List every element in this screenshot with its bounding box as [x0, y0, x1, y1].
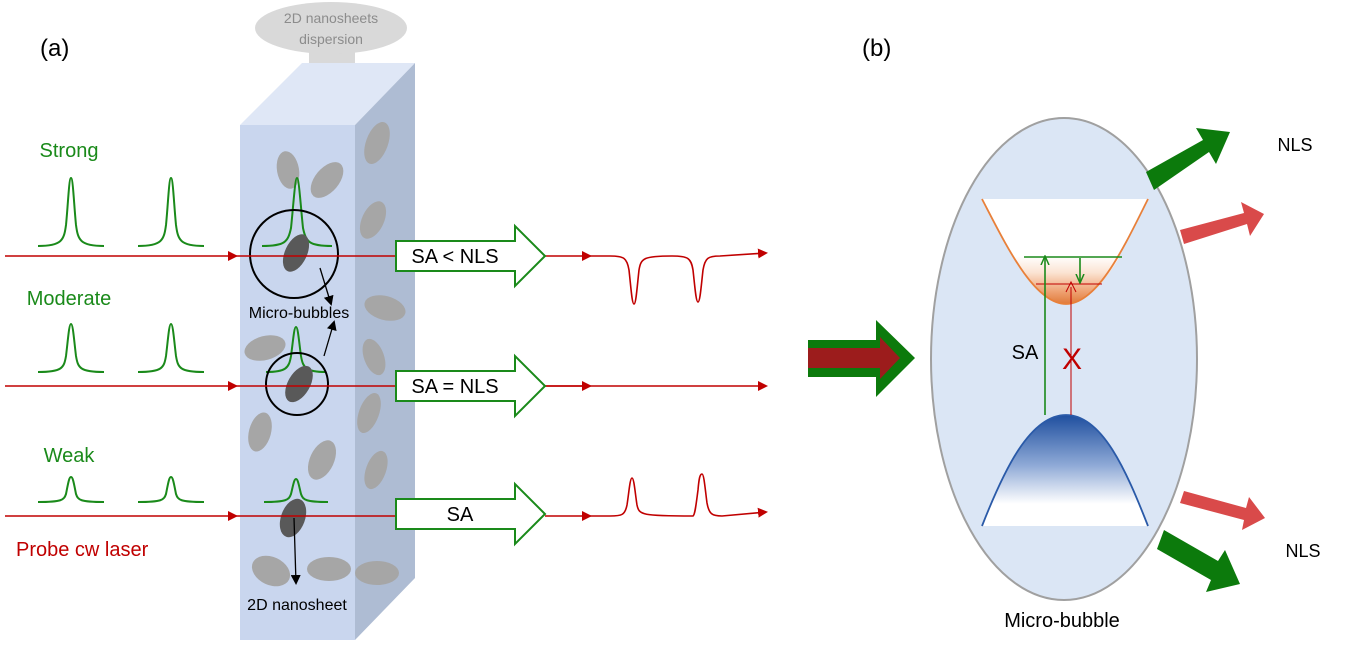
- output-dips: [585, 248, 768, 305]
- strong-pulse-2: [137, 176, 205, 247]
- panel-b-label: (b): [862, 35, 891, 62]
- sa-label: SA: [1012, 342, 1039, 364]
- scatter-arrow-red-top: [1180, 202, 1264, 244]
- micro-bubble-small: [265, 352, 329, 416]
- column-top-face: [240, 63, 415, 125]
- pointer-arrows: [290, 267, 337, 585]
- pointer-to-nanosheet: [290, 517, 301, 585]
- weak-pulse-inside: [263, 477, 329, 503]
- intensity-label-strong: Strong: [40, 140, 99, 162]
- moderate-pulse-1: [37, 322, 105, 373]
- weak-pulse-2: [137, 475, 205, 503]
- incoming-arrow-red: [808, 337, 900, 379]
- outcome-label-bottom: SA: [447, 504, 474, 526]
- nanosheet: [276, 151, 300, 189]
- nls-label-bottom: NLS: [1285, 541, 1320, 561]
- nanosheet: [364, 121, 390, 165]
- nanosheet: [357, 392, 381, 434]
- weak-pulse-1: [37, 475, 105, 503]
- pointer-to-bubble-large: [319, 267, 334, 306]
- scatter-arrow-green-bottom: [1157, 530, 1240, 592]
- scatter-arrow-green-top: [1146, 128, 1230, 190]
- moderate-pulse-inside: [265, 325, 327, 373]
- nanosheet-dark: [282, 234, 310, 272]
- input-pulses: [37, 176, 333, 503]
- outcome-arrow-bottom: [395, 481, 547, 547]
- nanosheet: [362, 338, 386, 376]
- intensity-label-moderate: Moderate: [27, 288, 112, 310]
- probe-laser-lines: [5, 251, 768, 521]
- reservoir-label-line2: dispersion: [299, 31, 363, 47]
- scatter-arrow-red-bottom: [1180, 491, 1265, 530]
- micro-bubble-body: [930, 117, 1198, 601]
- nanosheet: [355, 561, 399, 585]
- reservoir-label-line1: 2D nanosheets: [284, 10, 378, 26]
- micro-bubble-large: [249, 209, 339, 299]
- nanosheet: [364, 450, 388, 490]
- pointer-to-bubble-small: [323, 320, 337, 357]
- nanosheet: [244, 335, 286, 361]
- moderate-pulse-2: [137, 322, 205, 373]
- micro-bubble-label: Micro-bubble: [1004, 610, 1120, 632]
- micro-bubbles-label: Micro-bubbles: [249, 305, 349, 322]
- nanosheet: [359, 201, 387, 239]
- valence-band-curve: [981, 414, 1149, 527]
- outcome-arrow-top: [395, 223, 547, 289]
- intensity-label-weak: Weak: [44, 445, 96, 467]
- panel-a-label: (a): [40, 35, 69, 62]
- nls-label-top: NLS: [1277, 135, 1312, 155]
- nanosheet: [248, 412, 272, 452]
- conduction-band-curve: [981, 198, 1149, 305]
- outcome-arrows: [395, 223, 547, 547]
- nanosheets: [244, 121, 406, 587]
- outcome-arrow-mid: [395, 353, 547, 419]
- blocked-mark: X: [1062, 343, 1082, 376]
- nanosheet: [364, 295, 406, 321]
- outcome-label-top: SA < NLS: [411, 246, 498, 268]
- nanosheet: [307, 440, 337, 480]
- dispersion-reservoir: 2D nanosheets dispersion: [255, 2, 407, 96]
- nanosheet: [251, 555, 291, 587]
- nanosheet: [307, 557, 351, 581]
- nanosheet-label: 2D nanosheet: [247, 597, 347, 614]
- probe-laser-label: Probe cw laser: [16, 539, 149, 561]
- conduction-band-filled-states: [1012, 256, 1120, 304]
- blocked-arrow-head: [1065, 280, 1077, 293]
- nanosheet-dark: [285, 365, 313, 403]
- nanosheet-dark: [279, 498, 307, 538]
- reservoir-cap: [255, 2, 407, 54]
- strong-pulse-1: [37, 176, 105, 247]
- output-peaks: [585, 473, 768, 518]
- nanosheet: [310, 162, 344, 198]
- conduction-band-fill: [982, 199, 1148, 304]
- outcome-label-mid: SA = NLS: [411, 376, 498, 398]
